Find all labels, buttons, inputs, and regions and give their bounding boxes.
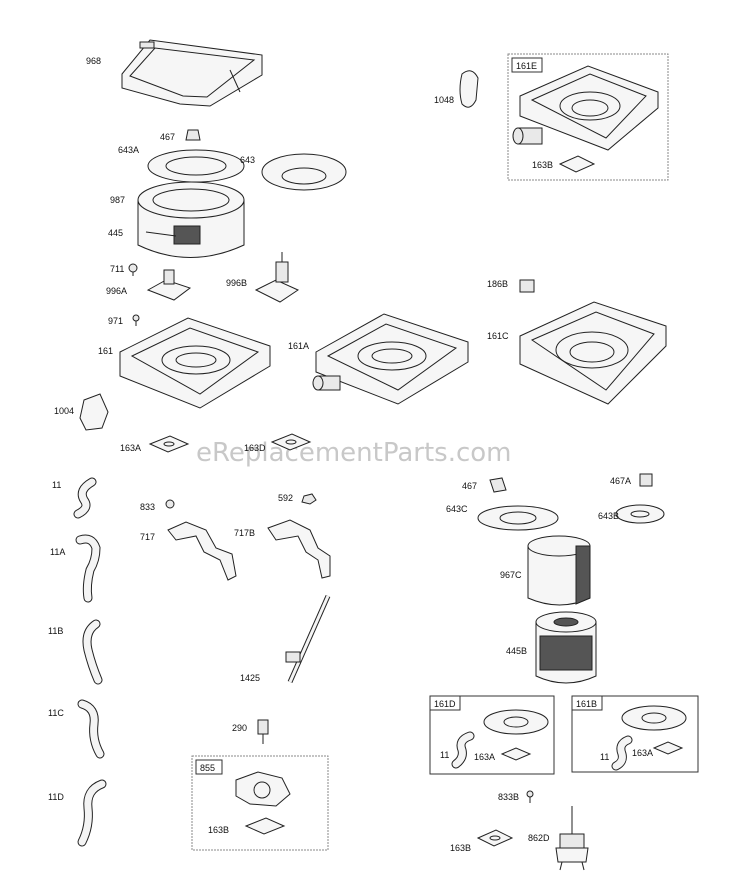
part-163B-gasket-bottom: [476, 829, 514, 847]
label-445B: 445B: [506, 646, 527, 656]
part-833-bolt: [165, 499, 175, 509]
part-643C-disc: [477, 505, 559, 531]
label-163B-855: 163B: [208, 825, 229, 835]
label-971: 971: [108, 316, 123, 326]
label-987: 987: [110, 195, 125, 205]
part-996A-bracket: [146, 269, 192, 301]
label-161: 161: [98, 346, 113, 356]
part-967C-prefilter: [527, 535, 591, 606]
label-161E: 161E: [516, 61, 537, 71]
part-717B-bracket: [267, 519, 331, 579]
label-163D: 163D: [244, 443, 266, 453]
part-163A-gasket: [148, 435, 190, 453]
box-161B: 161B 11 163A: [571, 695, 699, 773]
label-467: 467: [160, 132, 175, 142]
part-11D-hose: [77, 779, 107, 847]
label-163B-bottom: 163B: [450, 843, 471, 853]
label-1048: 1048: [434, 95, 454, 105]
label-11-161B: 11: [600, 752, 609, 762]
part-445B-filter: [535, 611, 597, 684]
label-833B: 833B: [498, 792, 519, 802]
box-161E: 161E 163B: [507, 53, 669, 181]
part-1048-seal: [459, 70, 479, 108]
part-643B-disc: [615, 504, 665, 524]
part-1425-rod: [285, 594, 331, 684]
box-161D: 161D 11 163A: [429, 695, 555, 775]
label-161C: 161C: [487, 331, 509, 341]
part-643A-disc: [147, 149, 245, 183]
part-862D-tool: [555, 806, 589, 871]
part-711-screw: [128, 263, 138, 276]
label-467A: 467A: [610, 476, 631, 486]
label-967C: 967C: [500, 570, 522, 580]
label-11A: 11A: [50, 547, 65, 557]
part-161A-base: [312, 313, 469, 405]
label-186B: 186B: [487, 279, 508, 289]
part-971-screw: [132, 314, 140, 326]
part-290-fitting: [257, 719, 269, 744]
label-163A-161B: 163A: [632, 748, 653, 758]
label-1004: 1004: [54, 406, 74, 416]
part-11B-hose: [82, 619, 103, 685]
part-11C-hose: [77, 699, 105, 759]
label-717B: 717B: [234, 528, 255, 538]
label-711: 711: [110, 264, 124, 274]
label-161D: 161D: [434, 699, 456, 709]
part-11-hose: [73, 477, 97, 519]
label-1425: 1425: [240, 673, 260, 683]
label-11C: 11C: [48, 708, 64, 718]
label-643B: 643B: [598, 511, 619, 521]
part-968-cover: [121, 39, 263, 107]
part-163D-gasket: [270, 433, 312, 451]
label-592: 592: [278, 493, 293, 503]
watermark: eReplacementParts.com: [196, 438, 512, 468]
box-855: 855 163B: [191, 755, 329, 851]
part-161C-base: [519, 301, 667, 405]
label-163A: 163A: [120, 443, 141, 453]
part-11A-hose: [75, 534, 101, 603]
part-467A-clip: [639, 473, 653, 487]
label-833: 833: [140, 502, 155, 512]
label-290: 290: [232, 723, 247, 733]
part-1004-elbow: [79, 393, 109, 431]
label-161A: 161A: [288, 341, 309, 351]
part-467-clip-right: [489, 477, 507, 493]
part-996B-bracket: [254, 252, 300, 303]
part-717-bracket: [167, 521, 237, 581]
label-445: 445: [108, 228, 123, 238]
label-161B: 161B: [576, 699, 597, 709]
part-643-disc: [261, 153, 347, 191]
part-592-nut: [301, 493, 317, 505]
part-987-element: [137, 181, 245, 258]
label-11-161D: 11: [440, 750, 449, 760]
part-833B-bolt: [526, 790, 534, 803]
label-996B: 996B: [226, 278, 247, 288]
label-996A: 996A: [106, 286, 127, 296]
label-467-right: 467: [462, 481, 477, 491]
label-163B-161E: 163B: [532, 160, 553, 170]
part-467-clip: [185, 129, 201, 141]
label-643C: 643C: [446, 504, 468, 514]
part-186B-fitting: [519, 279, 535, 293]
label-11B: 11B: [48, 626, 63, 636]
label-717: 717: [140, 532, 155, 542]
label-11: 11: [52, 480, 61, 490]
label-855: 855: [200, 763, 215, 773]
label-643A: 643A: [118, 145, 139, 155]
label-862D: 862D: [528, 833, 550, 843]
label-968: 968: [86, 56, 101, 66]
label-11D: 11D: [48, 792, 64, 802]
label-643: 643: [240, 155, 255, 165]
label-163A-161D: 163A: [474, 752, 495, 762]
part-161-base: [119, 317, 271, 409]
